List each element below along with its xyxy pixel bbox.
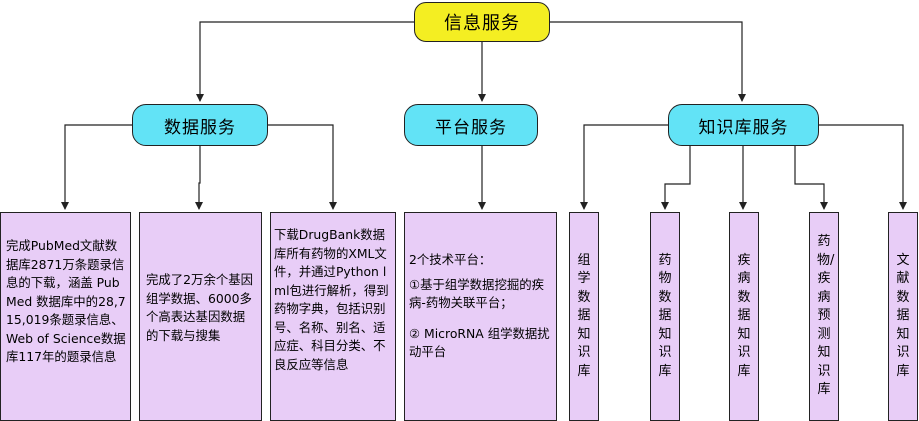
pubmed-data-text: 完成PubMed文献数据库2871万条题录信息的下载，涵盖 PubMed 数据库… [6, 238, 126, 364]
disease-drug-platform-item: ①基于组学数据挖掘的疾病-药物关联平台； [409, 276, 545, 311]
knowledge-base-service-node: 知识库服务 [668, 104, 819, 146]
knowledge-base-service-label: 知识库服务 [698, 117, 789, 138]
data-service-right-arrow [268, 124, 337, 210]
data-service-middle-arrow [195, 146, 203, 210]
drugbank-data-text: 下载DrugBank数据库所有药物的XML文件，并通过Python lml包进行… [274, 227, 389, 372]
knowledge-base-left-arrow [580, 124, 668, 210]
technology-platform-box: 2个技术平台： ①基于组学数据挖掘的疾病-药物关联平台； ② MicroRNA … [404, 212, 557, 421]
drug-knowledge-base-box: 药物数据知识库 [650, 212, 680, 421]
drug-disease-prediction-knowledge-base-box: 药物/疾病预测知识库 [809, 212, 839, 421]
genomics-data-box: 完成了2万余个基因组学数据、6000多个高表达基因数据的下载与搜集 [139, 212, 262, 421]
microrna-platform-item: ② MicroRNA 组学数据扰动平台 [409, 325, 550, 360]
drug-knowledge-base-label: 药物数据知识库 [658, 252, 672, 379]
literature-knowledge-base-box: 文献数据知识库 [888, 212, 918, 421]
pubmed-data-box: 完成PubMed文献数据库2871万条题录信息的下载，涵盖 PubMed 数据库… [0, 212, 131, 421]
omics-knowledge-base-box: 组学数据知识库 [569, 212, 599, 421]
knowledge-base-right-arrow [819, 124, 907, 210]
genomics-data-text: 完成了2万余个基因组学数据、6000多个高表达基因数据的下载与搜集 [146, 272, 254, 343]
literature-knowledge-base-label: 文献数据知识库 [896, 252, 910, 379]
disease-knowledge-base-label: 疾病数据知识库 [737, 252, 751, 379]
platform-service-node: 平台服务 [404, 104, 538, 146]
root-to-knowledge-base-service-arrow [550, 21, 746, 102]
data-service-node: 数据服务 [132, 104, 268, 146]
data-service-label: 数据服务 [164, 117, 236, 138]
drugbank-data-box: 下载DrugBank数据库所有药物的XML文件，并通过Python lml包进行… [270, 212, 396, 421]
platform-service-label: 平台服务 [435, 117, 507, 138]
technology-platform-title: 2个技术平台： [409, 252, 492, 267]
knowledge-base-fourth-arrow [794, 146, 828, 210]
root-to-data-service-arrow [196, 21, 414, 102]
knowledge-base-second-arrow [661, 146, 691, 210]
omics-knowledge-base-label: 组学数据知识库 [577, 252, 591, 379]
information-service-node: 信息服务 [414, 2, 550, 42]
information-service-label: 信息服务 [444, 13, 520, 34]
data-service-left-arrow [61, 124, 132, 210]
drug-disease-prediction-knowledge-base-label: 药物/疾病预测知识库 [817, 234, 835, 398]
disease-knowledge-base-box: 疾病数据知识库 [729, 212, 759, 421]
